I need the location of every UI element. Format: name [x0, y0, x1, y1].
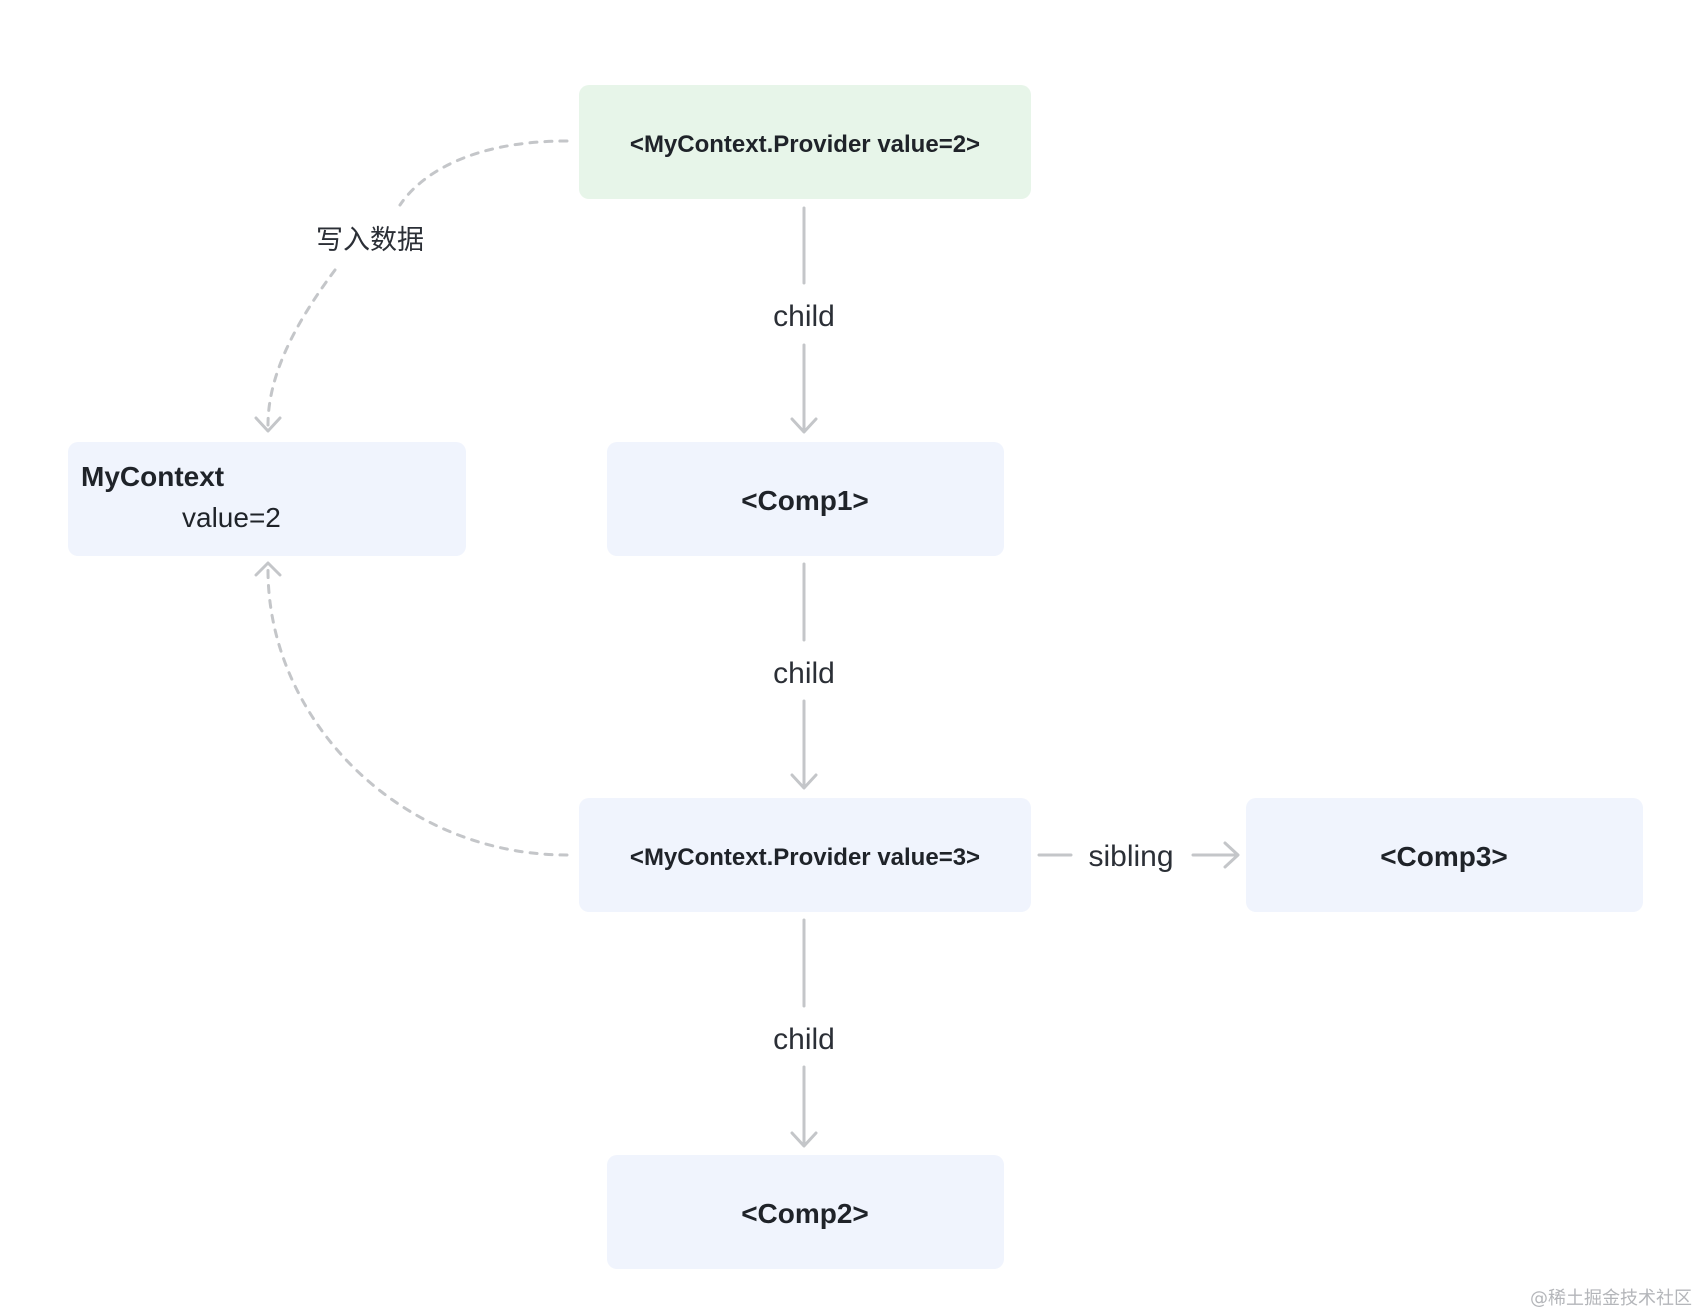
child-edge-1-arrowhead	[790, 417, 818, 434]
provider-root-box	[579, 85, 1031, 199]
comp1-box	[607, 442, 1004, 556]
comp2-label: <Comp2>	[741, 1198, 869, 1229]
child-edge-1-label: child	[773, 300, 835, 333]
write-data-edge	[398, 139, 569, 207]
read-context-arrowhead	[254, 561, 282, 577]
mycontext-title: MyContext	[81, 461, 224, 492]
provider-root-node: <MyContext.Provider value=2>	[579, 85, 1031, 199]
child-edge-3-label: child	[773, 1023, 835, 1056]
comp3-node: <Comp3>	[1246, 798, 1643, 912]
comp1-node: <Comp1>	[607, 442, 1004, 556]
provider-root-label: <MyContext.Provider value=2>	[630, 131, 980, 158]
comp3-label: <Comp3>	[1380, 841, 1508, 872]
comp2-box	[607, 1155, 1004, 1269]
mycontext-box	[68, 442, 466, 556]
child-edge-2-label: child	[773, 657, 835, 690]
provider-inner-box	[579, 798, 1031, 912]
write-data-edge-lower	[266, 268, 337, 427]
read-context-edge	[266, 568, 569, 857]
mycontext-node: MyContext value=2	[68, 442, 466, 556]
child-edge-3-arrowhead	[790, 1131, 818, 1148]
provider-inner-label: <MyContext.Provider value=3>	[630, 844, 980, 871]
mycontext-value: value=2	[182, 502, 281, 533]
provider-inner-node: <MyContext.Provider value=3>	[579, 798, 1031, 912]
comp2-node: <Comp2>	[607, 1155, 1004, 1269]
comp3-box	[1246, 798, 1643, 912]
sibling-edge-arrowhead	[1223, 841, 1240, 869]
sibling-edge-label: sibling	[1088, 840, 1173, 873]
comp1-label: <Comp1>	[741, 485, 869, 516]
write-data-label: 写入数据	[316, 225, 424, 256]
watermark-text: @稀土掘金技术社区	[1530, 1288, 1692, 1309]
write-data-arrowhead	[254, 416, 282, 433]
child-edge-2-arrowhead	[790, 773, 818, 790]
